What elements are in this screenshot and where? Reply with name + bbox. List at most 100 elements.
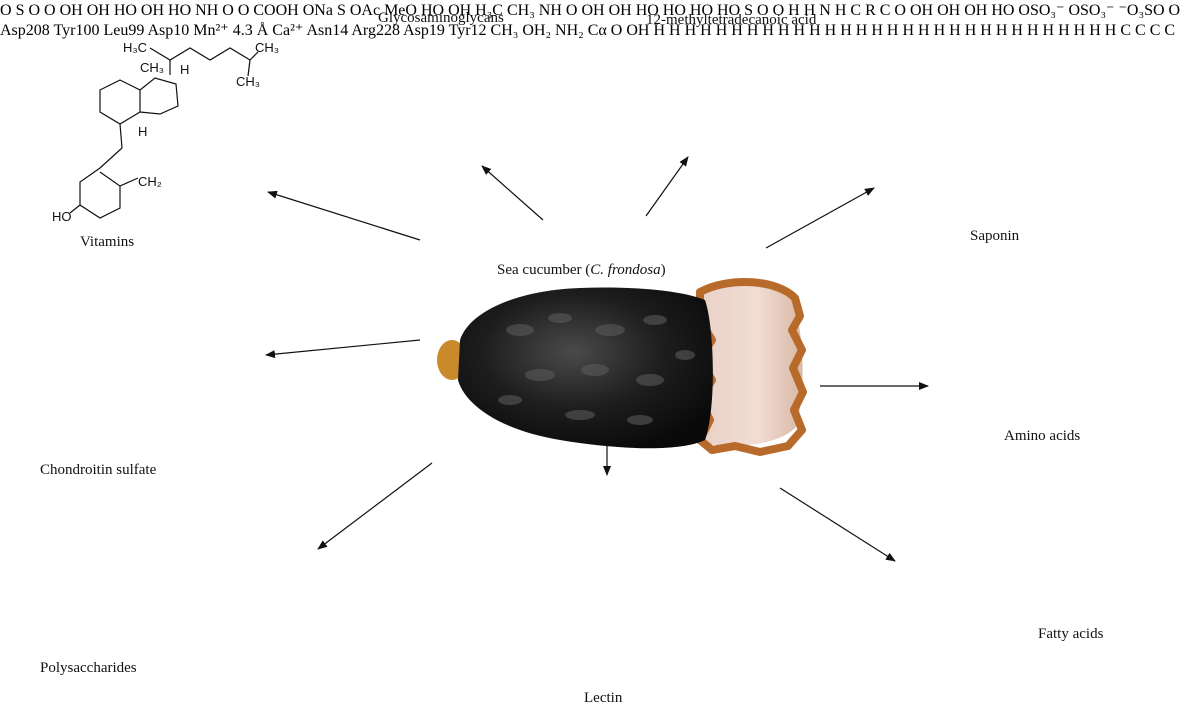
fatty-h-e4: H [1058,22,1070,39]
gag-s: S [15,2,25,19]
chon-ho2: HO [662,2,686,19]
chon-o3: O [772,2,785,19]
label-saponin: Saponin [970,228,1020,244]
poly-oso3-2: OSO₃⁻ [1068,2,1115,19]
poly-oh1: OH [937,2,961,19]
vitamins-structure: H₃C CH₃ CH₃ CH₃ H H CH₂ HO [52,40,279,224]
lectin-asp10: Asp10 [147,22,190,39]
fatty-h-d3: H [933,22,946,39]
label-center-title: Sea cucumber (C. frondosa) [497,262,666,279]
lectin-tyr100: Tyr100 [53,22,100,39]
vit-ho: HO [52,209,72,224]
lectin-asn14: Asn14 [306,22,349,39]
chon-ho3: HO [689,2,714,19]
gag-nh: NH [195,2,219,19]
lectin-nh2: NH₂ [555,22,584,39]
fatty-h-e2: H [1026,22,1039,39]
gag-ho1: HO [113,2,137,19]
chon-o1: O [565,2,578,19]
amino-c2: C [879,2,891,19]
title-suffix: ) [660,262,666,278]
arrow-to-fatty-acids [779,487,896,562]
arrows [265,156,929,562]
fatty-h-top-5: H [715,22,728,39]
saponin-structure: ONa S OAc MeO HO OH H₃C [303,2,507,19]
gag-oh2: OH [86,2,110,19]
fatty-h-bot-2: H [793,22,806,39]
amino-o: O [894,2,906,19]
lectin-structure: Asp208 Tyr100 Leu99 Asp10 Mn²⁺ 4.3 Å Ca²… [0,22,611,39]
chon-ho1: HO [635,2,659,19]
fatty-h-bot-8: H [886,22,899,39]
vit-h-b: H [138,124,147,139]
fatty-c-4: C [1164,22,1176,39]
chon-nh: NH [538,2,562,19]
poly-oh2: OH [964,2,988,19]
amino-structure: H H N H C R C O OH [788,2,937,19]
amino-h3: H [834,2,847,19]
gag-o1: O [0,2,12,19]
lectin-calpha: Cα [587,22,607,39]
label-fatty-acids: Fatty acids [1038,626,1104,642]
fatty-c-2: C [1135,22,1146,39]
arrow-to-vitamins [267,190,421,241]
polysaccharides-structure: OH OH HO OSO₃⁻ OSO₃⁻ ⁻O₃SO O [937,2,1180,19]
fatty-h-e3: H [1042,22,1055,39]
chon-s: S [744,2,754,19]
fatty-h-d2: H [918,22,930,39]
sap-oh: OH [448,2,472,19]
gag-o4: O [222,2,234,19]
poly-ho: HO [991,2,1015,19]
poly-o: O [1168,2,1181,19]
amino-oh: OH [909,2,934,19]
chondroitin-structure: CH₃ NH O OH OH HO HO HO HO S O O [507,2,788,19]
sap-ho: HO [420,2,445,19]
vit-ch3-a: CH₃ [255,40,279,55]
label-vitamins: Vitamins [80,234,135,250]
fatty-h-bot-7: H [871,22,883,39]
fatty-h-top-8: H [762,22,774,39]
poly-oso3-1: OSO₃⁻ [1018,2,1065,19]
fatty-c-1: C [1120,22,1132,39]
fatty-h-top-2: H [669,22,681,39]
fatty-acids-structure: O OH H H H H H H H H H H H H H H H H H H… [611,22,1175,39]
amino-r: R [865,2,876,19]
label-amino-acids: Amino acids [1004,428,1081,444]
fatty-h-bot-6: H [855,22,868,39]
gag-o2: O [28,2,41,19]
amino-h1: H [788,2,800,19]
sea-cucumber-image [437,278,807,456]
label-polysaccharides: Polysaccharides [40,660,137,676]
arrow-to-polysaccharides [317,462,433,550]
gag-oh3: OH [140,2,165,19]
title-prefix: Sea cucumber ( [497,262,591,278]
label-methyl-acid: 12-methyltetradecanoic acid [646,12,817,28]
lectin-ca: Ca²⁺ [272,22,304,39]
lectin-asp208: Asp208 [0,22,50,39]
lectin-mn: Mn²⁺ [193,22,229,39]
methyl-acid-structure: COOH [253,2,302,19]
fatty-h-top-3: H [684,22,697,39]
sap-s: S [336,2,346,19]
vit-ch2: CH₂ [138,174,162,189]
gag-oh1: OH [59,2,83,19]
fatty-oh: OH [626,22,650,39]
label-glycosaminoglycans: Glycosaminoglycans [378,10,504,26]
vit-ch3-c: CH₃ [236,74,260,89]
fatty-h-top-6: H [731,22,743,39]
sap-meo: MeO [384,2,417,19]
label-lectin: Lectin [584,690,623,706]
vit-h-a: H [180,62,189,77]
chon-o2: O [757,2,769,19]
fatty-h-e1: H [1011,22,1023,39]
lectin-oh2: OH₂ [522,22,552,39]
fatty-h-d7: H [995,22,1008,39]
poly-oso3-3: ⁻O₃SO [1118,2,1165,19]
arrow-to-chondroitin [265,339,421,359]
lectin-tyr12: Tyr12 [448,22,487,39]
lectin-asp19: Asp19 [403,22,445,39]
amino-n: N [819,2,831,19]
fatty-o: O [610,22,623,39]
gag-ho2: HO [168,2,192,19]
lectin-dist: 4.3 Å [232,22,269,39]
